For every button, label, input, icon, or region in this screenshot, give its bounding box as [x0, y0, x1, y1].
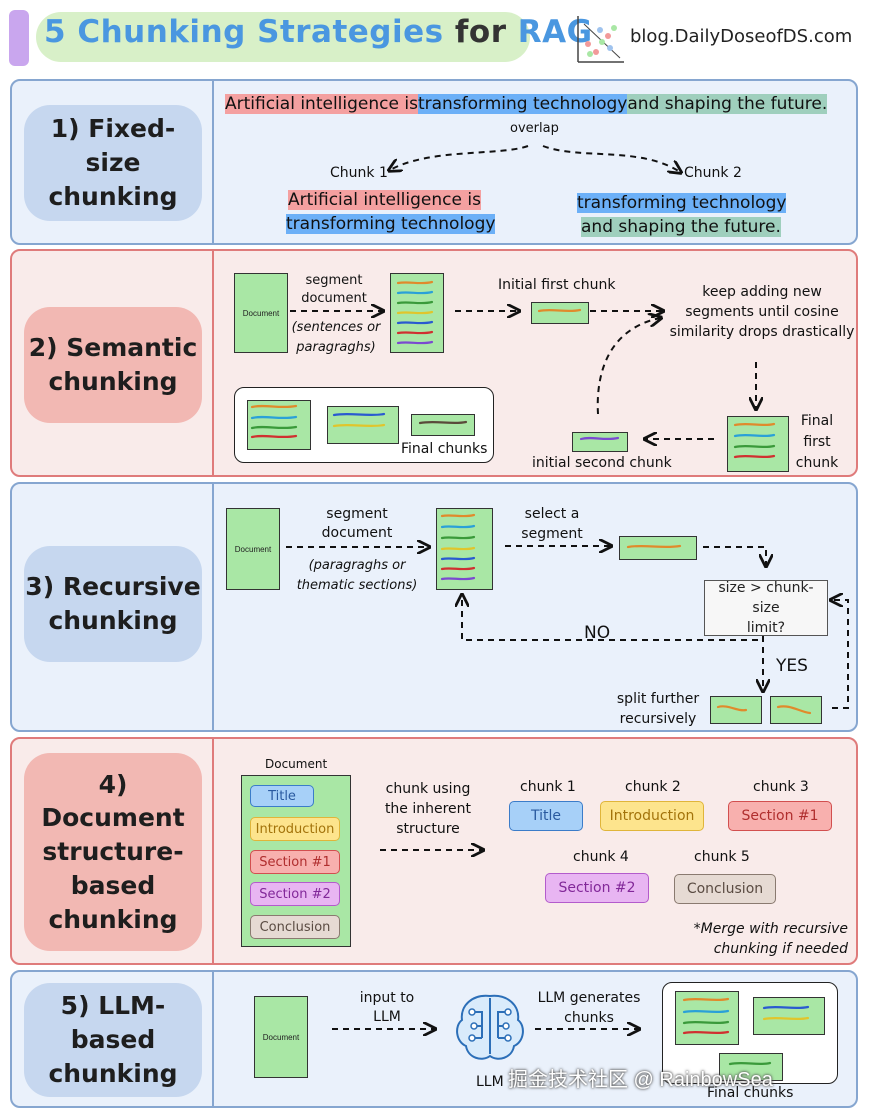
sentence-part-2: transforming technology: [417, 94, 628, 114]
section-document-structure: 4) Document structure- based chunking Do…: [10, 737, 858, 965]
document-icon: Document: [226, 508, 280, 590]
chunk-section2: Section #2: [545, 873, 649, 903]
watermark: 掘金技术社区 @ RainbowSea: [508, 1069, 773, 1091]
chunk2-label: Chunk 2: [684, 165, 742, 181]
overlap-label: overlap: [510, 121, 559, 136]
sentence-part-1: Artificial intelligence is: [225, 94, 418, 114]
scatter-logo-icon: [577, 16, 624, 63]
label-recursive: 3) Recursive chunking: [24, 546, 202, 662]
blog-url[interactable]: blog.DailyDoseofDS.com: [630, 26, 853, 47]
segmented-document: [436, 508, 493, 590]
chunk-introduction: Introduction: [600, 801, 704, 831]
accent-bar: [9, 10, 29, 66]
section-fixed-size: 1) Fixed-size chunking Artificial intell…: [10, 79, 858, 245]
initial-second-label: initial second chunk: [532, 455, 672, 471]
document-icon: Document: [254, 996, 308, 1078]
chunk5-label: chunk 5: [694, 849, 750, 865]
initial-first-label: Initial first chunk: [498, 277, 616, 293]
document-icon: Document: [234, 273, 288, 353]
document-title-label: Document: [265, 757, 328, 771]
final-chunks-label: Final chunks: [707, 1085, 794, 1101]
chunk3-label: chunk 3: [753, 779, 809, 795]
title-highlight: [36, 12, 530, 62]
llm-label: LLM: [476, 1074, 504, 1090]
chunk4-label: chunk 4: [573, 849, 629, 865]
doc-item-section1: Section #1: [250, 850, 340, 874]
final-chunks-label: Final chunks: [401, 441, 488, 457]
final-chunks-frame: Final chunks: [234, 387, 494, 463]
doc-item-section2: Section #2: [250, 882, 340, 906]
label-semantic: 2) Semantic chunking: [24, 307, 202, 423]
final-first-chunk: [727, 416, 789, 472]
doc-item-conclusion: Conclusion: [250, 915, 340, 939]
label-fixed-size: 1) Fixed-size chunking: [24, 105, 202, 221]
label-document-structure: 4) Document structure- based chunking: [24, 753, 202, 951]
initial-second-chunk: [572, 432, 628, 452]
source-sentence: Artificial intelligence istransforming t…: [225, 94, 828, 114]
sentence-part-3: and shaping the future.: [627, 94, 828, 114]
segmented-document: [390, 273, 444, 353]
yes-label: YES: [776, 656, 808, 676]
split-chunk-2: [770, 696, 822, 724]
chunk2-label: chunk 2: [625, 779, 681, 795]
chunk-conclusion: Conclusion: [674, 874, 776, 904]
chunk1-label: Chunk 1: [330, 165, 388, 181]
initial-first-chunk: [531, 302, 589, 324]
chunk-section1: Section #1: [728, 801, 832, 831]
brain-icon: [456, 994, 524, 1060]
no-label: NO: [584, 623, 611, 643]
selected-segment: [619, 536, 697, 560]
chunk-title: Title: [509, 801, 583, 831]
chunk1-label: chunk 1: [520, 779, 576, 795]
doc-item-title: Title: [250, 785, 314, 807]
doc-item-introduction: Introduction: [250, 817, 340, 841]
split-chunk-1: [710, 696, 762, 724]
label-llm-based: 5) LLM-based chunking: [24, 983, 202, 1097]
page-title: 5 Chunking Strategies for RAG: [44, 14, 593, 50]
